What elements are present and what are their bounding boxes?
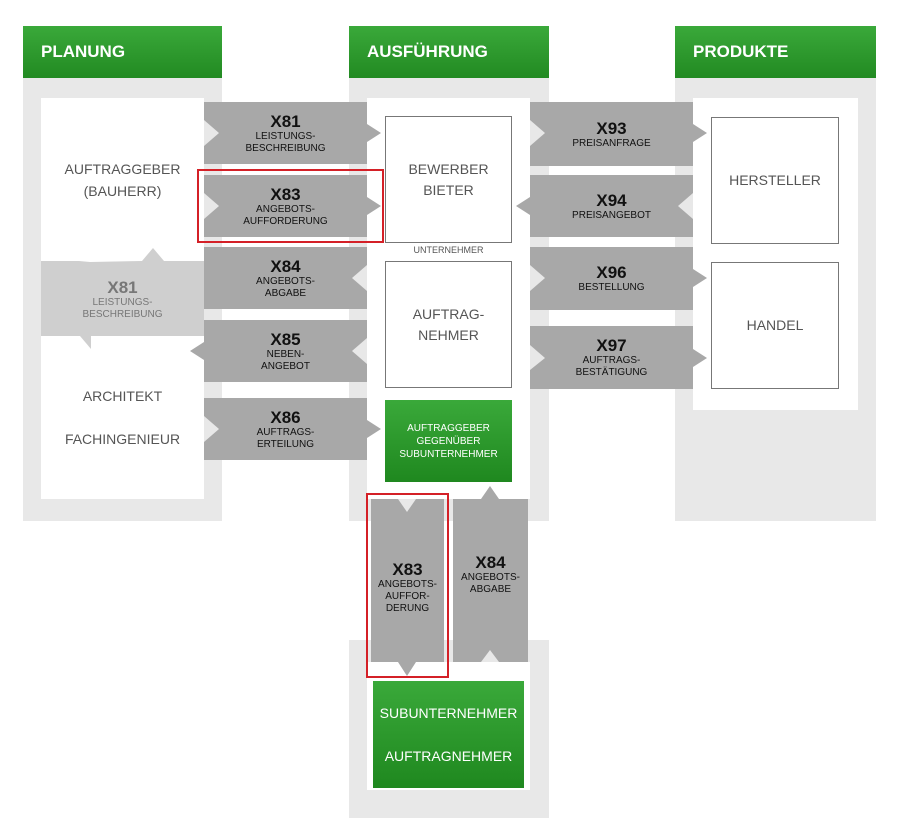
agsub-line2: GEGENÜBER: [416, 435, 481, 447]
arrow-x84-label: X84 ANGEBOTS- ABGABE: [204, 247, 367, 309]
arrow-x81-label: X81 LEISTUNGS- BESCHREIBUNG: [204, 102, 367, 164]
auftragnehmer-box: AUFTRAG- NEHMER: [385, 261, 512, 388]
hersteller-box: HERSTELLER: [711, 117, 839, 244]
header-produkte: PRODUKTE: [675, 26, 876, 78]
auftraggeber-label: AUFTRAGGEBER (BAUHERR): [41, 158, 204, 202]
arrow-x83v-label: X83 ANGEBOTS- AUFFOR- DERUNG: [371, 512, 444, 662]
bewerber-line: BEWERBER: [408, 160, 489, 177]
arrow-x83-shape: [204, 175, 381, 237]
arrow-x97-shape: [530, 326, 707, 389]
arrow-x81-shape: [204, 102, 381, 164]
x94-code: X94: [596, 190, 627, 210]
arrow-x84-shape: [190, 247, 367, 309]
highlight-x83v: [366, 493, 449, 678]
agsub-line3: SUBUNTERNEHMER: [399, 448, 498, 460]
x84-code: X84: [270, 256, 301, 276]
x83v-code: X83: [392, 559, 423, 579]
arrow-x84v-shape: [453, 486, 528, 662]
x84-line2: ABGABE: [264, 287, 307, 299]
x81v-line1: LEISTUNGS-: [92, 296, 153, 308]
highlight-x83: [197, 169, 384, 243]
arrow-x86-label: X86 AUFTRAGS- ERTEILUNG: [204, 398, 367, 460]
x84v-code: X84: [475, 552, 506, 572]
handel-box: HANDEL: [711, 262, 839, 389]
x85-line2: ANGEBOT: [261, 360, 310, 372]
arrow-x93-label: X93 PREISANFRAGE: [530, 102, 693, 166]
x86-code: X86: [270, 407, 301, 427]
x83-line1: ANGEBOTS-: [256, 203, 315, 215]
arrow-x96-label: X96 BESTELLUNG: [530, 247, 693, 310]
bewerber-box: BEWERBER BIETER: [385, 116, 512, 243]
x81-line2: BESCHREIBUNG: [245, 142, 326, 154]
x85-code: X85: [270, 329, 301, 349]
x97-code: X97: [596, 336, 627, 355]
arrow-x93-shape: [530, 102, 707, 166]
x83v-line3: DERUNG: [385, 602, 430, 614]
sub-auftragnehmer-line: AUFTRAGNEHMER: [384, 747, 513, 764]
x83v-line2: AUFFOR-: [385, 590, 430, 602]
arrow-x94-label: X94 PREISANGEBOT: [530, 175, 693, 237]
x86-line2: ERTEILUNG: [256, 438, 315, 450]
fachingenieur-label: FACHINGENIEUR: [64, 431, 181, 447]
arrow-x85-shape: [190, 320, 367, 382]
arrow-x86-shape: [204, 398, 381, 460]
x83-code: X83: [270, 184, 301, 204]
arrow-x81v-shape: [41, 248, 204, 349]
x96-line1: BESTELLUNG: [578, 282, 645, 293]
auftragnehmer-line1: AUFTRAG-: [412, 305, 485, 322]
auftragnehmer-line2: NEHMER: [418, 326, 479, 343]
header-ausfuehrung: AUSFÜHRUNG: [349, 26, 549, 78]
bieter-line: BIETER: [423, 181, 474, 198]
unternehmer-label: UNTERNEHMER: [413, 245, 484, 255]
agsub-line1: AUFTRAGGEBER: [407, 422, 490, 434]
arrow-x84v-label: X84 ANGEBOTS- ABGABE: [453, 499, 528, 649]
x97-line2: BESTÄTIGUNG: [575, 367, 648, 378]
x86-line1: AUFTRAGS-: [256, 426, 315, 438]
bauherr-line: (BAUHERR): [83, 183, 162, 199]
x81-code: X81: [270, 111, 301, 131]
architekt-label: ARCHITEKT: [82, 388, 163, 404]
subunternehmer-line: SUBUNTERNEHMER: [379, 704, 518, 721]
x84v-line1: ANGEBOTS-: [461, 571, 520, 583]
auftraggeber-line: AUFTRAGGEBER: [64, 161, 181, 177]
x83v-line1: ANGEBOTS-: [378, 578, 437, 590]
x81v-line2: BESCHREIBUNG: [82, 308, 163, 320]
x93-code: X93: [596, 118, 627, 138]
x93-line1: PREISANFRAGE: [572, 137, 651, 149]
arrow-x83-label: X83 ANGEBOTS- AUFFORDERUNG: [204, 175, 367, 237]
x81v-code: X81: [107, 277, 138, 297]
x83-line2: AUFFORDERUNG: [243, 215, 328, 227]
subunternehmer-box: SUBUNTERNEHMER AUFTRAGNEHMER: [373, 681, 524, 788]
x85-line1: NEBEN-: [266, 348, 305, 360]
arrow-x83v-shape: [371, 499, 444, 676]
arrow-x97-label: X97 AUFTRAGS- BESTÄTIGUNG: [530, 326, 693, 389]
x96-code: X96: [596, 263, 627, 282]
arrow-x85-label: X85 NEBEN- ANGEBOT: [204, 320, 367, 382]
x84v-line2: ABGABE: [469, 583, 512, 595]
header-planung: PLANUNG: [23, 26, 222, 78]
x97-line1: AUFTRAGS-: [582, 355, 641, 366]
x84-line1: ANGEBOTS-: [256, 275, 315, 287]
x94-line1: PREISANGEBOT: [572, 209, 651, 221]
x81-line1: LEISTUNGS-: [255, 130, 316, 142]
arrow-x94-shape: [516, 175, 693, 237]
arrow-x81v-label: X81 LEISTUNGS- BESCHREIBUNG: [41, 262, 204, 336]
auftraggeber-gegenueber-sub-box: AUFTRAGGEBER GEGENÜBER SUBUNTERNEHMER: [385, 400, 512, 482]
arrow-x96-shape: [530, 247, 707, 310]
